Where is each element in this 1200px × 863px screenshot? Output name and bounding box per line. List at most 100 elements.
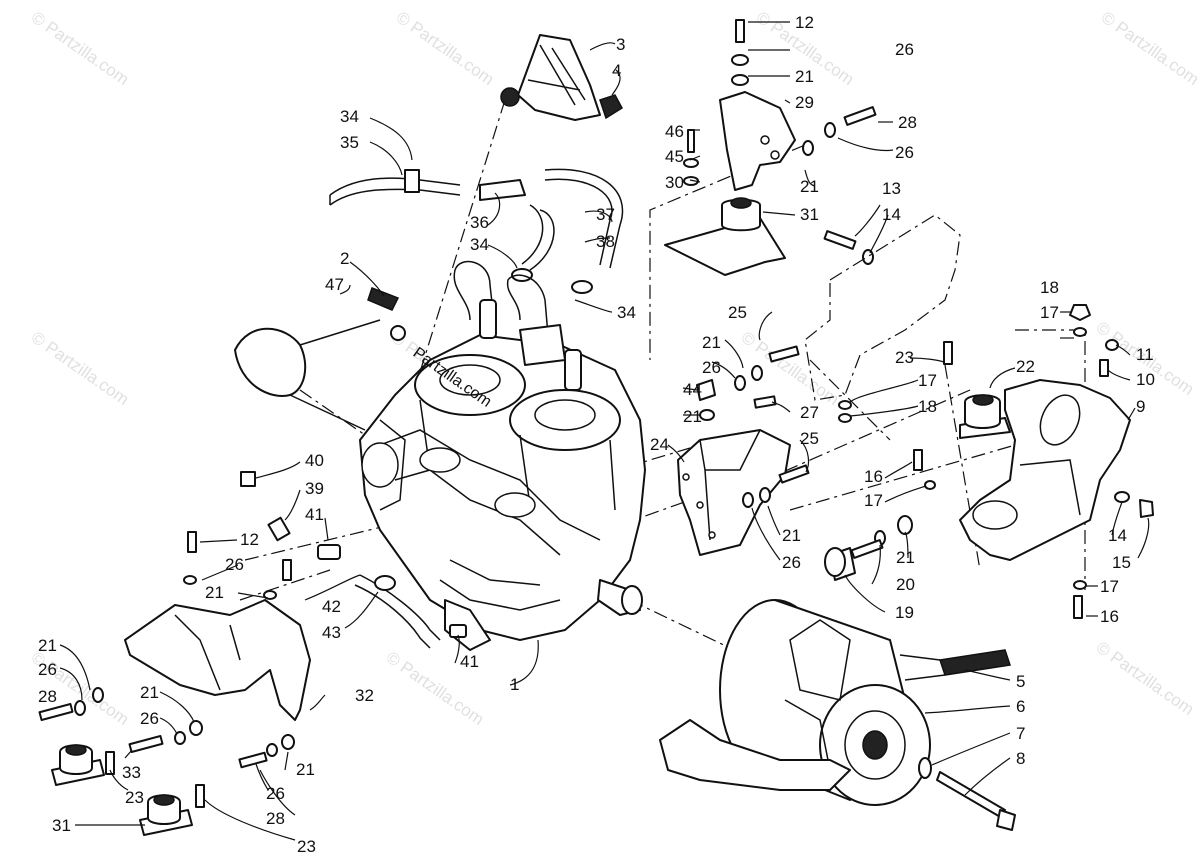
callout-43: 43 [322,623,341,642]
callout-10: 10 [1136,370,1155,389]
callout-34: 34 [617,303,636,322]
callout-21: 21 [896,548,915,567]
callout-4: 4 [612,61,621,80]
callout-17: 17 [918,371,937,390]
callout-17: 17 [1040,303,1059,322]
callout-34: 34 [340,107,359,126]
callout-46: 46 [665,122,684,141]
clutch-bolt [918,757,1016,831]
callout-26: 26 [702,358,721,377]
watermark: © Partzilla.com [393,8,498,89]
callout-31: 31 [800,205,819,224]
callout-17: 17 [864,491,883,510]
callout-38: 38 [596,232,615,251]
callout-21: 21 [140,683,159,702]
top-bracket [500,34,623,121]
rubber-mount [959,394,1011,439]
callout-47: 47 [325,275,344,294]
hoses [329,168,624,294]
callout-26: 26 [140,709,159,728]
callout-2: 2 [340,249,349,268]
callout-31: 31 [52,816,71,835]
callout-21: 21 [205,583,224,602]
hose-clamp [571,280,593,294]
callout-7: 7 [1016,724,1025,743]
callout-28: 28 [898,113,917,132]
callout-21: 21 [38,636,57,655]
callout-23: 23 [297,837,316,856]
callout-15: 15 [1112,553,1131,572]
clutch-assembly [719,599,931,806]
leader-lines [59,21,1150,841]
callout-41: 41 [305,505,324,524]
watermark: © Partzilla.com [1093,638,1198,719]
upper-mount-plate [664,197,786,276]
callout-5: 5 [1016,672,1025,691]
callout-14: 14 [882,205,901,224]
callout-12: 12 [795,13,814,32]
callout-44: 44 [683,380,702,399]
callout-29: 29 [795,93,814,112]
callout-41: 41 [460,652,479,671]
callout-21: 21 [782,526,801,545]
callout-26: 26 [782,553,801,572]
callout-8: 8 [1016,749,1025,768]
callout-3: 3 [616,35,625,54]
callout-23: 23 [125,788,144,807]
hardware [38,19,1154,808]
callout-16: 16 [1100,607,1119,626]
callout-26: 26 [38,660,57,679]
callout-13: 13 [882,179,901,198]
callout-21: 21 [795,67,814,86]
callout-33: 33 [122,763,141,782]
gasket [367,287,400,311]
callout-26: 26 [895,40,914,59]
callout-23: 23 [895,348,914,367]
watermark: © Partzilla.com [28,8,133,89]
o-ring [390,325,406,341]
callout-17: 17 [1100,577,1119,596]
callout-22: 22 [1016,357,1035,376]
upper-bracket [719,91,796,191]
lower-rubber-mount [139,794,193,836]
callout-21: 21 [683,407,702,426]
callout-18: 18 [1040,278,1059,297]
callout-28: 28 [38,687,57,706]
watermark: © Partzilla.com [28,328,133,409]
callout-36: 36 [470,213,489,232]
callout-25: 25 [728,303,747,322]
lower-rubber-mount [51,744,105,786]
rear-plate [804,214,961,401]
callout-42: 42 [322,597,341,616]
hose-clamp [404,169,420,193]
callout-20: 20 [896,575,915,594]
pulley-bolt [824,547,846,577]
lower-mount-plate [124,599,311,721]
callout-30: 30 [665,173,684,192]
callout-40: 40 [305,451,324,470]
hose-tee [479,179,526,201]
assembly-lines [239,99,1086,661]
callout-12: 12 [240,530,259,549]
drive-belt [659,649,1011,791]
front-engine-mount [677,429,791,556]
callout-26: 26 [895,143,914,162]
callout-35: 35 [340,133,359,152]
callout-26: 26 [266,784,285,803]
callout-9: 9 [1136,397,1145,416]
lower-hose [354,574,441,649]
rear-mount-casting [959,379,1131,561]
callout-39: 39 [305,479,324,498]
engine [359,260,646,651]
callout-21: 21 [296,760,315,779]
callout-45: 45 [665,147,684,166]
callout-19: 19 [895,603,914,622]
callout-26: 26 [225,555,244,574]
callout-34: 34 [470,235,489,254]
callout-6: 6 [1016,697,1025,716]
callout-14: 14 [1108,526,1127,545]
callout-16: 16 [864,467,883,486]
callout-18: 18 [918,397,937,416]
callout-27: 27 [800,403,819,422]
